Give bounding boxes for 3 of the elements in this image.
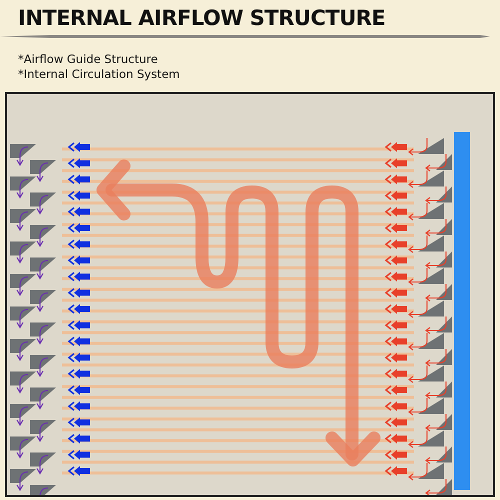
title: INTERNAL AIRFLOW STRUCTURE — [18, 6, 386, 30]
note-text: *Airflow Guide Structure — [18, 52, 158, 66]
note-text: *Internal Circulation System — [18, 67, 180, 81]
